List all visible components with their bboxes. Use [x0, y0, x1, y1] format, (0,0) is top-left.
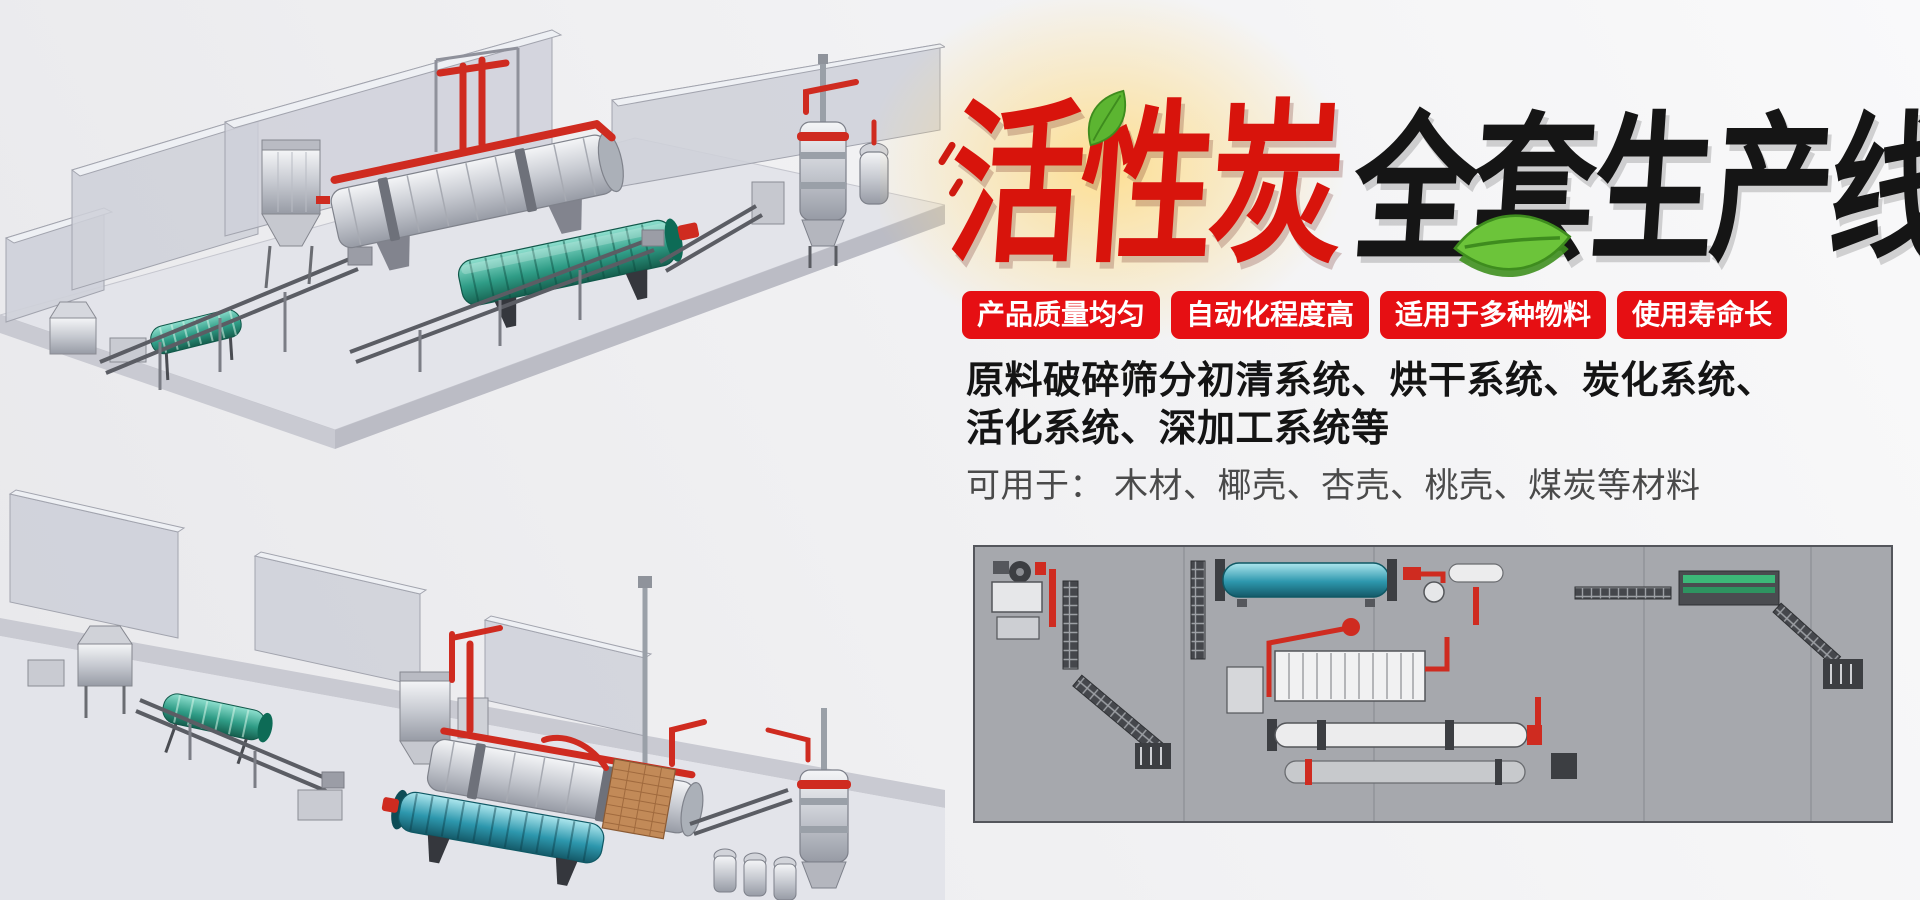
bag-filter — [261, 139, 330, 289]
materials-note: 可用于： 木材、椰壳、杏壳、桃壳、煤炭等材料 — [966, 467, 1701, 505]
hot-blast-stove — [601, 758, 677, 840]
feature-badge: 使用寿命长 — [1617, 291, 1788, 339]
system-description: 原料破碎筛分初清系统、烘干系统、炭化系统、 活化系统、深加工系统等 — [966, 358, 1775, 454]
title-black-part: 全套生产线 — [1348, 102, 1920, 281]
feeder-hopper-2 — [27, 625, 133, 718]
activation-furnace-2 — [765, 708, 851, 889]
plant-layout-diagram — [973, 545, 1893, 823]
rotary-dryer-drum — [330, 120, 624, 271]
system-description-line1: 原料破碎筛分初清系统、烘干系统、炭化系统、 — [966, 360, 1775, 402]
support-mast — [638, 576, 652, 778]
feature-badges: 产品质量均匀 自动化程度高 适用于多种物料 使用寿命长 — [962, 291, 1788, 339]
transfer-conveyor — [349, 229, 665, 372]
feature-badge: 产品质量均匀 — [962, 291, 1161, 339]
connecting-pipes-2 — [541, 719, 707, 771]
cooling-drum — [457, 218, 700, 328]
title-red-part: 活性炭 — [943, 89, 1347, 284]
feature-badge: 适用于多种物料 — [1380, 291, 1607, 339]
cooling-drum-2 — [381, 789, 605, 886]
storage-tanks — [713, 848, 797, 900]
diagram-elevator-conveyors — [1062, 580, 1171, 769]
plant-layout-diagram-svg — [975, 547, 1891, 821]
infeed-conveyor-2 — [135, 698, 345, 821]
wall-panels-2 — [8, 489, 653, 737]
production-line-render-bottom — [0, 489, 945, 900]
diagram-packing-section — [1574, 570, 1863, 689]
diagram-dryer-drum — [1190, 559, 1504, 660]
discharge-conveyor-2 — [689, 788, 793, 836]
feature-badge: 自动化程度高 — [1171, 291, 1370, 339]
diagram-carbonization-section — [1226, 618, 1541, 739]
diagram-cooling-drums — [1267, 719, 1577, 785]
leaf-icon — [1453, 214, 1572, 277]
diagram-feeder-unit — [991, 561, 1056, 640]
pipe-gantry — [434, 46, 520, 154]
production-line-render-top — [0, 29, 945, 449]
system-description-line2: 活化系统、深加工系统等 — [966, 407, 1390, 450]
